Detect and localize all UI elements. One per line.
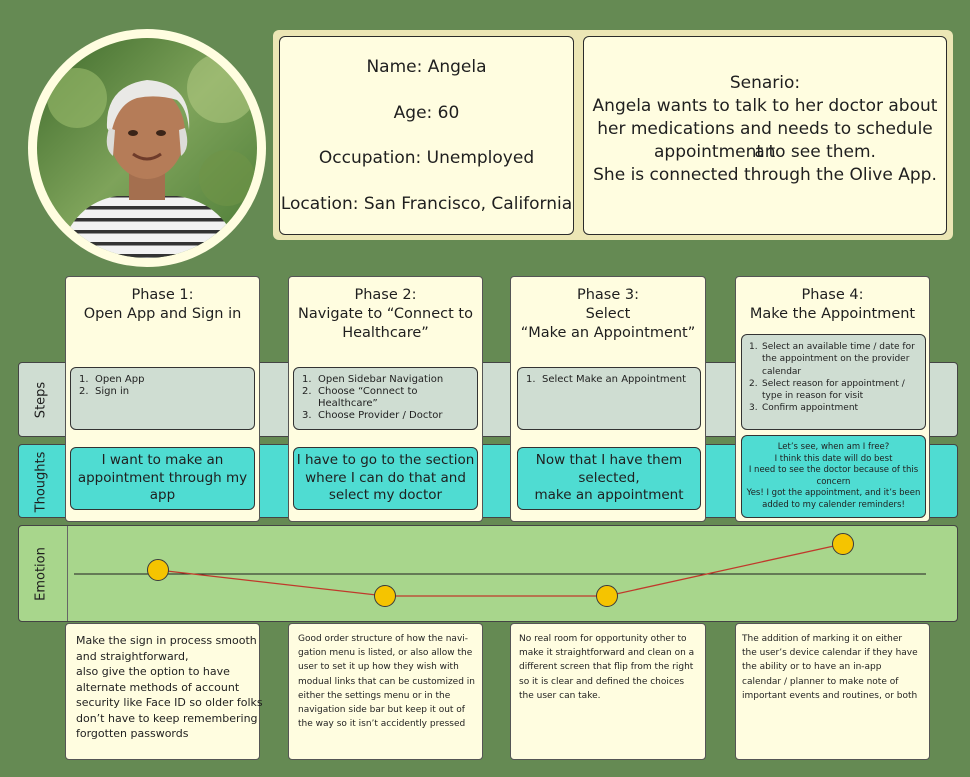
avatar xyxy=(37,38,257,258)
phase-1-note: Make the sign in process smooth and stra… xyxy=(76,634,263,740)
phase-4-opportunity: The addition of marking it on either the… xyxy=(735,623,930,760)
persona-name: Name: Angela xyxy=(366,57,487,77)
phase-4-column: Phase 4: Make the Appointment 1.Select a… xyxy=(735,276,930,522)
lane-divider xyxy=(67,526,68,621)
phase-3-column: Phase 3: Select “Make an Appointment” 1.… xyxy=(510,276,706,522)
step-item: 2.Select reason for appointment / type i… xyxy=(749,378,905,402)
phase-3-opportunity: No real room for opportunity other to ma… xyxy=(510,623,706,760)
phase-2-column: Phase 2: Navigate to “Connect to Healthc… xyxy=(288,276,483,522)
phase-3-title: Select xyxy=(585,306,631,322)
phase-1-steps: 1.Open App 2.Sign in xyxy=(70,367,255,430)
step-item: 1.Select Make an Appointment xyxy=(526,374,687,385)
phase-3-note: No real room for opportunity other to ma… xyxy=(519,634,695,701)
phase-2-note: Good order structure of how the navi- ga… xyxy=(298,634,475,730)
step-item: 2.Sign in xyxy=(79,386,130,397)
step-item: 3.Choose Provider / Doctor xyxy=(302,410,443,421)
phase-4-note: The addition of marking it on either the… xyxy=(742,634,918,701)
emotion-point-phase-3 xyxy=(596,585,618,607)
phase-1-opportunity: Make the sign in process smooth and stra… xyxy=(65,623,263,760)
step-item: 1.Select an available time / date for th… xyxy=(749,342,915,377)
persona-occupation: Occupation: Unemployed xyxy=(318,148,535,168)
scenario-line: appointment to see them. xyxy=(654,142,876,162)
phase-1-thought: I want to make an appointment through my… xyxy=(70,447,255,510)
step-item: 1.Open App xyxy=(79,374,145,385)
phase-3-title: “Make an Appointment” xyxy=(520,325,696,341)
scenario-line: She is connected through the Olive App. xyxy=(593,165,937,185)
persona-info-card: Name: Angela Age: 60 Occupation: Unemplo… xyxy=(279,36,574,235)
step-item: 3.Confirm appointment xyxy=(749,403,859,414)
emotion-point-phase-2 xyxy=(374,585,396,607)
emotion-line xyxy=(157,543,844,597)
step-item: 1.Open Sidebar Navigation xyxy=(302,374,444,385)
scenario-line: her medications and needs to schedule an xyxy=(597,119,933,162)
phase-2-title: Healthcare” xyxy=(342,325,429,341)
phase-2-opportunity: Good order structure of how the navi- ga… xyxy=(288,623,483,760)
phase-1-label: Phase 1: xyxy=(131,287,194,303)
phase-4-label: Phase 4: xyxy=(801,287,864,303)
phase-1-column: Phase 1: Open App and Sign in 1.Open App… xyxy=(65,276,260,522)
scenario-line: Angela wants to talk to her doctor about xyxy=(592,96,938,116)
phase-3-steps: 1.Select Make an Appointment xyxy=(517,367,701,430)
phase-2-title: Navigate to “Connect to xyxy=(298,306,473,322)
phase-4-steps: 1.Select an available time / date for th… xyxy=(741,334,926,430)
phase-2-label: Phase 2: xyxy=(354,287,417,303)
phase-1-title: Open App and Sign in xyxy=(83,306,242,322)
scenario-card: Senario: Angela wants to talk to her doc… xyxy=(583,36,947,235)
phase-4-title: Make the Appointment xyxy=(749,306,916,322)
step-item: 2.Choose “Connect to Healthcare” xyxy=(302,386,418,409)
persona-age: Age: 60 xyxy=(393,103,460,123)
phase-2-steps: 1.Open Sidebar Navigation 2.Choose “Conn… xyxy=(293,367,478,430)
emotion-point-phase-1 xyxy=(147,559,169,581)
phase-4-thought: Let’s see, when am I free? I think this … xyxy=(741,435,926,518)
persona-location: Location: San Francisco, California xyxy=(280,194,573,214)
phase-3-thought: Now that I have them selected, make an a… xyxy=(517,447,701,510)
phase-2-thought: I have to go to the section where I can … xyxy=(293,447,478,510)
emotion-point-phase-4 xyxy=(832,533,854,555)
scenario-title: Senario: xyxy=(729,73,801,93)
phase-3-label: Phase 3: xyxy=(576,287,639,303)
